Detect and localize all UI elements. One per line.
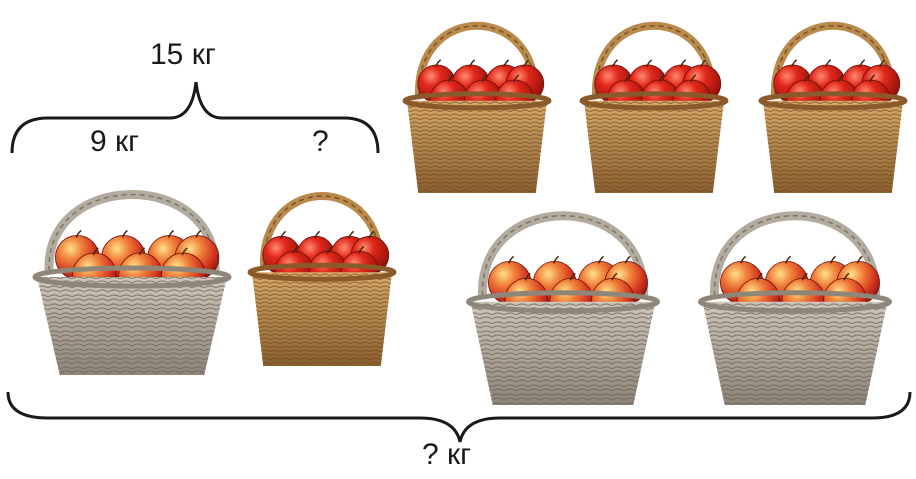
apple-basket bbox=[32, 190, 232, 375]
basket-rim bbox=[32, 265, 232, 289]
basket-rim bbox=[402, 91, 552, 111]
top-total-label: 15 кг bbox=[150, 38, 216, 71]
top-brace bbox=[10, 81, 380, 154]
basket-rim bbox=[247, 262, 397, 282]
basket-rim bbox=[758, 91, 908, 111]
big-basket-weight-label: 9 кг bbox=[90, 125, 140, 158]
apple-basket bbox=[466, 211, 660, 405]
apple-basket bbox=[698, 211, 892, 405]
apple-basket bbox=[758, 21, 908, 193]
apple-basket bbox=[402, 21, 552, 193]
grand-total-label: ? кг bbox=[422, 438, 472, 471]
basket-rim bbox=[579, 91, 729, 111]
small-basket-weight-label: ? bbox=[312, 125, 329, 158]
apple-basket bbox=[579, 21, 729, 193]
apple-basket bbox=[247, 192, 397, 366]
basket-rim bbox=[698, 290, 892, 314]
bottom-brace bbox=[6, 391, 912, 443]
basket-rim bbox=[466, 290, 660, 314]
